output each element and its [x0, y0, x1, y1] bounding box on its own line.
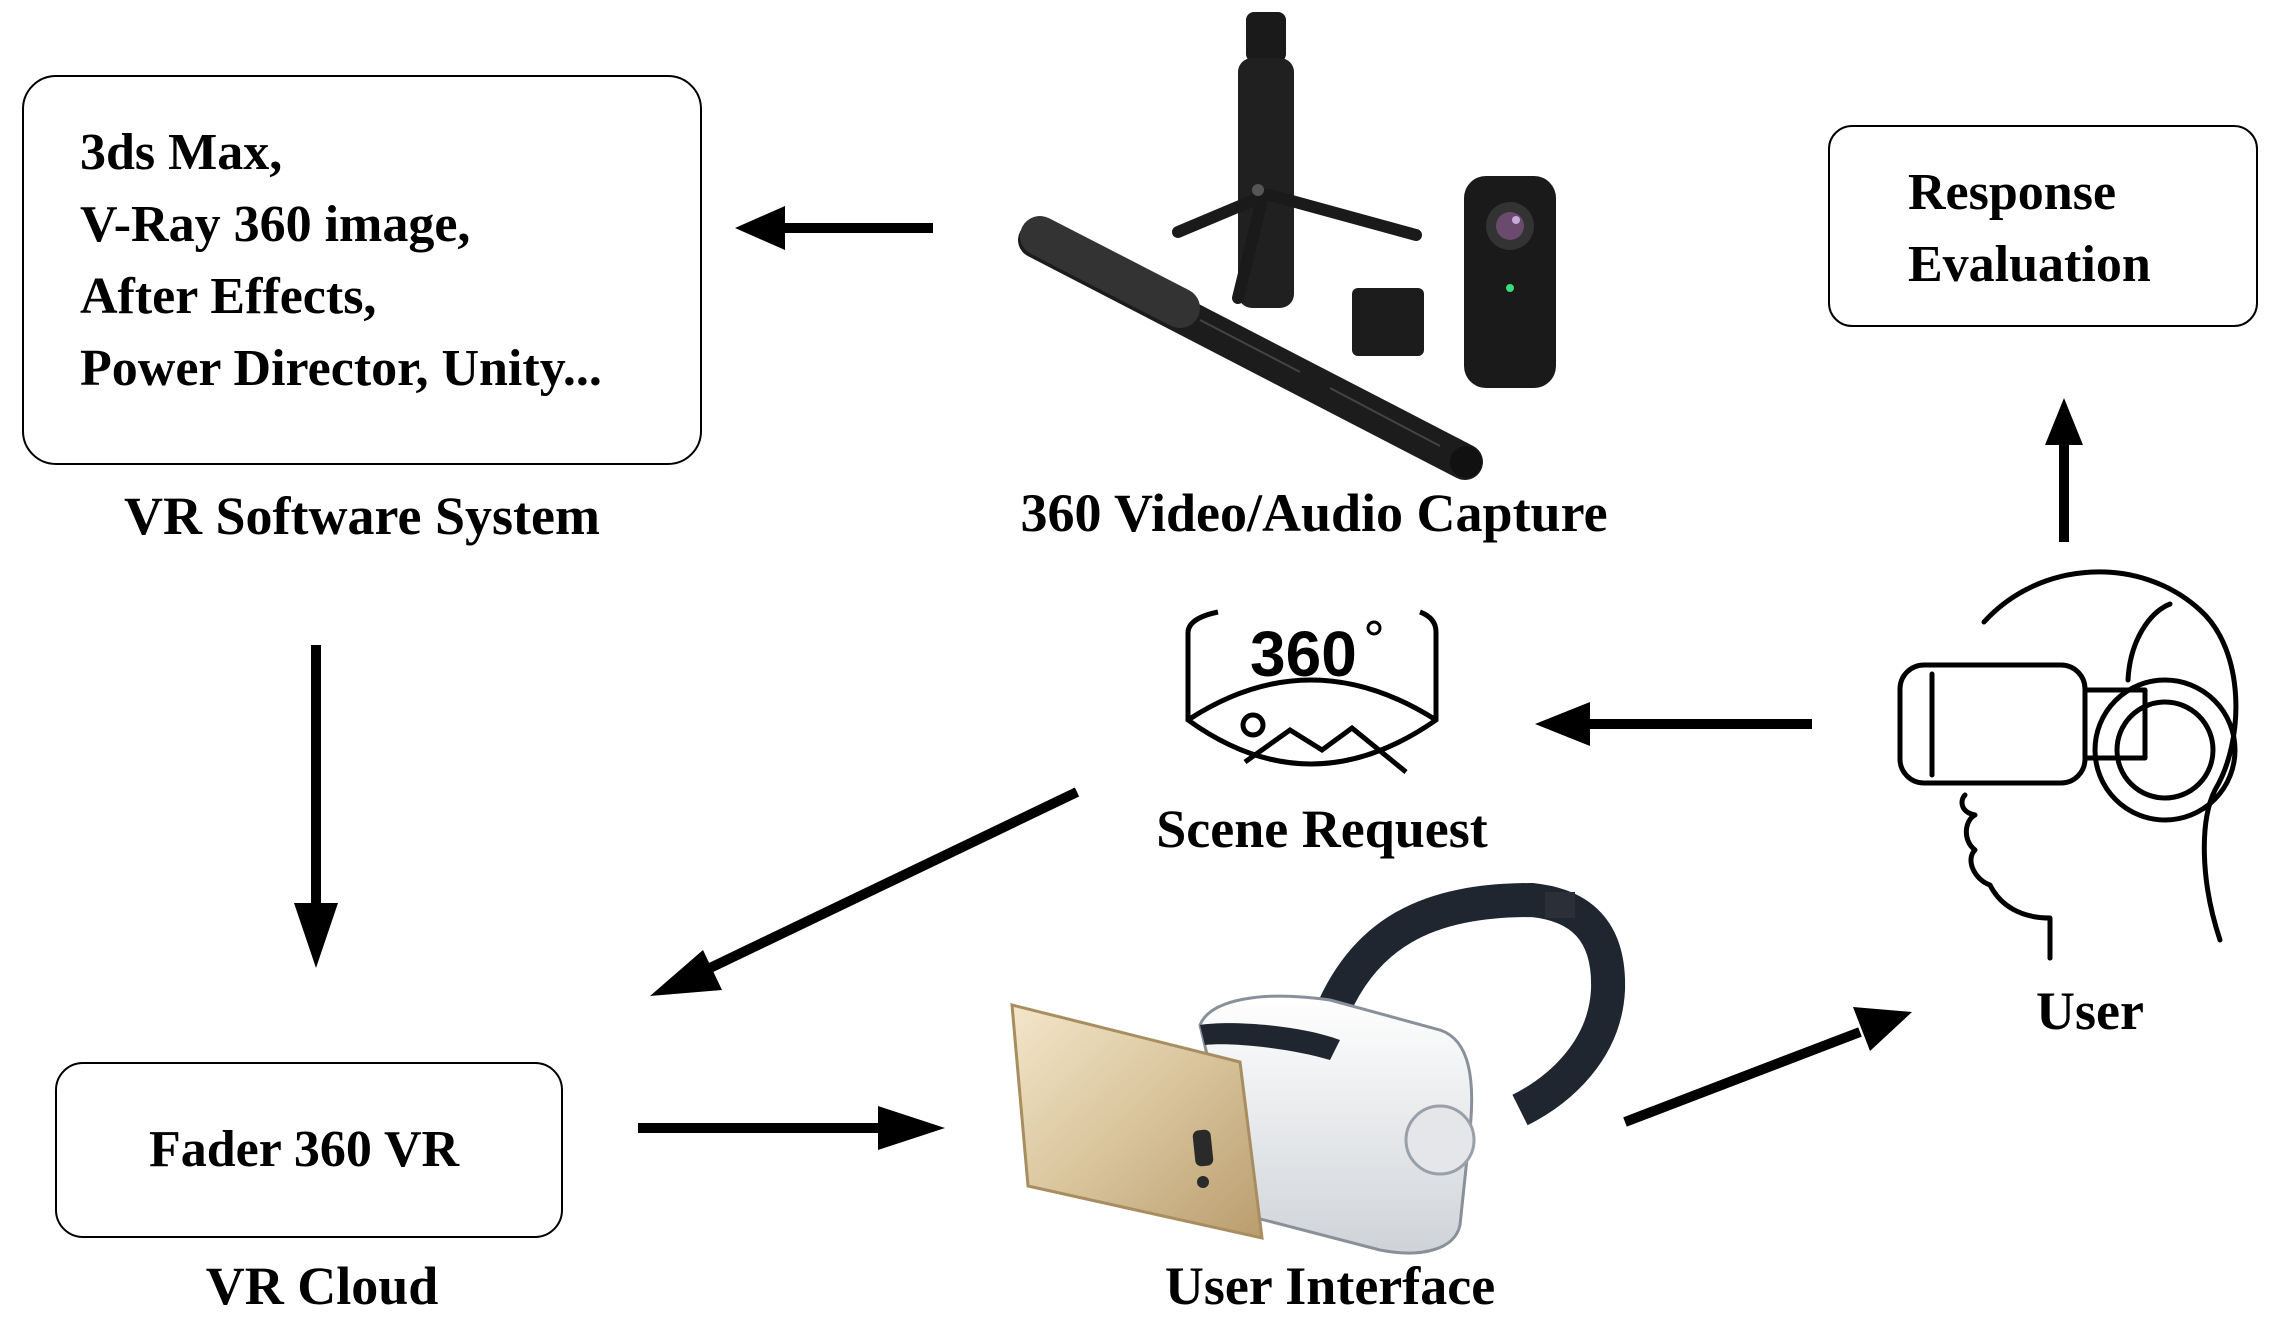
scene-360-icon — [1185, 609, 1439, 774]
degree-symbol-icon — [1366, 620, 1382, 636]
response-evaluation-box: Response Evaluation — [1828, 125, 2258, 327]
vr-software-box: 3ds Max, V-Ray 360 image, After Effects,… — [22, 75, 702, 465]
response-evaluation-text: Response Evaluation — [1908, 157, 2151, 301]
smartphone-icon — [1010, 1003, 1264, 1240]
camera-360-icon — [1464, 176, 1556, 388]
tripod-icon — [1172, 12, 1422, 308]
user-vr-head-icon — [1897, 569, 2239, 961]
user-caption: User — [2036, 981, 2144, 1041]
software-list: 3ds Max, V-Ray 360 image, After Effects,… — [80, 117, 602, 405]
scene-request-caption: Scene Request — [1156, 799, 1488, 859]
headset-body — [1198, 994, 1474, 1255]
vr-software-caption: VR Software System — [124, 486, 600, 546]
battery-icon — [1352, 288, 1424, 356]
response-line: Evaluation — [1908, 236, 2151, 293]
response-line: Response — [1908, 164, 2117, 221]
vr-cloud-caption: VR Cloud — [205, 1256, 439, 1316]
arrow-user-to-scene — [1535, 702, 1812, 746]
software-line: After Effects, — [80, 268, 377, 325]
scene-360-badge: 360 — [1250, 618, 1357, 690]
arrow-software-to-cloud — [294, 645, 338, 968]
vr-cloud-box: Fader 360 VR — [55, 1062, 563, 1238]
capture-caption: 360 Video/Audio Capture — [1020, 483, 1608, 543]
arrow-interface-to-user — [1623, 1007, 1912, 1127]
arrow-cloud-to-interface — [638, 1106, 945, 1150]
software-line: V-Ray 360 image, — [80, 196, 471, 253]
selfie-stick-icon — [1018, 216, 1483, 480]
gear-vr-headset-image — [1010, 882, 1626, 1255]
user-interface-caption: User Interface — [1164, 1256, 1496, 1316]
arrow-user-to-response — [2045, 398, 2083, 542]
software-line: Power Director, Unity... — [80, 340, 602, 397]
arrow-capture-to-software — [735, 206, 933, 250]
camera-kit-image — [1018, 12, 1556, 480]
software-line: 3ds Max, — [80, 124, 283, 181]
arrow-scene-to-cloud — [650, 787, 1080, 996]
fader-360-vr-text: Fader 360 VR — [149, 1121, 460, 1178]
